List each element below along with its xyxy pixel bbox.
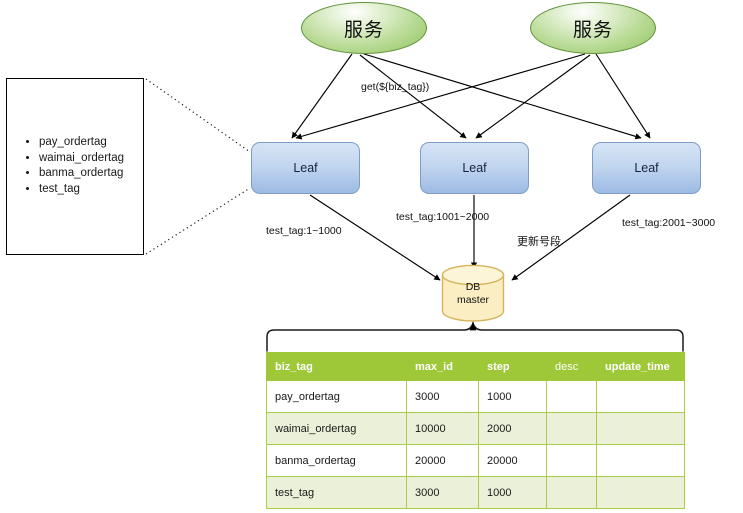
cell-step: 2000	[478, 412, 547, 445]
callout-connector-lines	[145, 78, 251, 255]
cell-step: 20000	[478, 444, 547, 477]
table-to-db-brace	[266, 320, 684, 352]
db-master-node[interactable]: DB master	[441, 264, 505, 322]
column-header-max-id: max_id	[406, 352, 479, 381]
cell-max-id: 20000	[406, 444, 479, 477]
table-row: test_tag 3000 1000	[266, 476, 685, 509]
column-header-biz-tag: biz_tag	[266, 352, 407, 381]
cell-update-time	[596, 380, 685, 413]
service-node-1[interactable]: 服务	[301, 2, 427, 54]
service-node-label: 服务	[343, 18, 384, 41]
cell-step: 1000	[478, 476, 547, 509]
leaf-node-label: Leaf	[634, 161, 659, 175]
cell-desc	[546, 380, 597, 413]
list-item: test_tag	[39, 182, 124, 198]
edge-label-range-middle: test_tag:1001~2000	[396, 211, 490, 223]
cell-max-id: 10000	[406, 412, 479, 445]
table-row: banma_ordertag 20000 20000	[266, 444, 685, 477]
cell-desc	[546, 444, 597, 477]
db-master-label: DB master	[441, 281, 505, 306]
leaf-node-label: Leaf	[293, 161, 318, 175]
column-header-desc: desc	[546, 352, 597, 381]
service-node-2[interactable]: 服务	[530, 2, 656, 54]
db-label-line2: master	[456, 293, 490, 306]
biz-tag-list: pay_ordertag waimai_ordertag banma_order…	[21, 135, 124, 197]
biz-tag-callout-box: pay_ordertag waimai_ordertag banma_order…	[6, 78, 144, 255]
leaf-node-label: Leaf	[462, 161, 487, 175]
cell-biz-tag: waimai_ordertag	[266, 412, 407, 445]
edge-label-range-right: test_tag:2001~3000	[622, 217, 716, 229]
cell-update-time	[596, 412, 685, 445]
cell-max-id: 3000	[406, 380, 479, 413]
leaf-node-1[interactable]: Leaf	[251, 142, 360, 194]
cell-update-time	[596, 444, 685, 477]
cell-biz-tag: pay_ordertag	[266, 380, 407, 413]
service-node-label: 服务	[572, 18, 613, 41]
cell-step: 1000	[478, 380, 547, 413]
cylinder-icon	[441, 264, 505, 322]
cell-biz-tag: test_tag	[266, 476, 407, 509]
leaf-alloc-table: biz_tag max_id step desc update_time pay…	[266, 352, 685, 509]
table-header-row: biz_tag max_id step desc update_time	[266, 352, 685, 381]
table-row: waimai_ordertag 10000 2000	[266, 412, 685, 445]
column-header-update-time: update_time	[596, 352, 685, 381]
list-item: pay_ordertag	[39, 135, 124, 151]
edge-label-range-left: test_tag:1~1000	[266, 225, 342, 237]
cell-desc	[546, 476, 597, 509]
cell-desc	[546, 412, 597, 445]
list-item: banma_ordertag	[39, 166, 124, 182]
edge-label-get-request: get(${biz_tag})	[361, 81, 430, 93]
leaf-node-3[interactable]: Leaf	[592, 142, 701, 194]
edge-label-update-segment: 更新号段	[517, 235, 561, 248]
cell-biz-tag: banma_ordertag	[266, 444, 407, 477]
list-item: waimai_ordertag	[39, 151, 124, 167]
leaf-node-2[interactable]: Leaf	[420, 142, 529, 194]
column-header-step: step	[478, 352, 547, 381]
service2-to-leaf-edges	[295, 53, 651, 140]
table-row: pay_ordertag 3000 1000	[266, 380, 685, 413]
db-label-line1: DB	[465, 281, 481, 293]
service1-to-leaf-edges	[291, 53, 642, 140]
cell-max-id: 3000	[406, 476, 479, 509]
cell-update-time	[596, 476, 685, 509]
